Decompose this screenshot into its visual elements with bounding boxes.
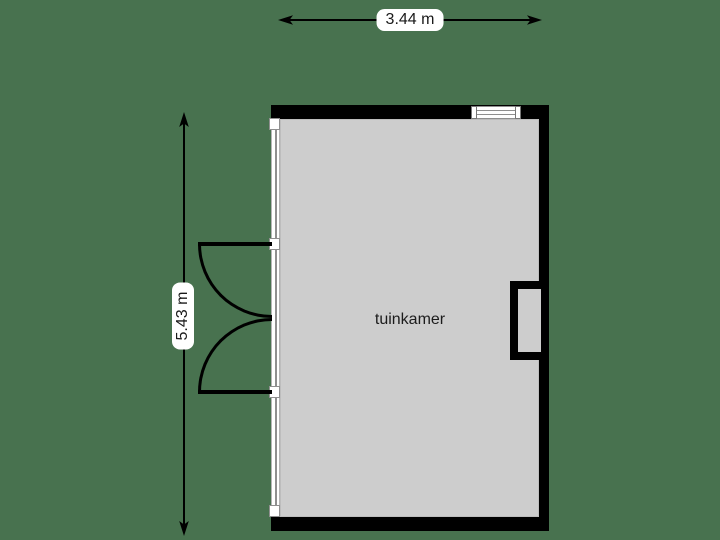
window-post: [269, 118, 280, 130]
glazing-line: [477, 110, 515, 111]
top-wall-window: [471, 106, 521, 119]
door-swing-arc-bottom: [198, 318, 272, 392]
width-dimension-label: 3.44 m: [376, 9, 444, 31]
door-swing-arc-top: [198, 244, 272, 318]
door-leaf-top: [198, 242, 272, 246]
glazing-line: [477, 114, 515, 115]
wall-bottom: [271, 517, 549, 531]
glass-pane-line: [275, 119, 277, 517]
window-jamb-left: [471, 106, 477, 119]
window-jamb-right: [515, 106, 521, 119]
window-glazing: [477, 106, 515, 119]
wall-right: [539, 105, 549, 531]
room-floor: [280, 119, 539, 517]
chimney-recess-interior: [518, 289, 541, 352]
door-leaf-bottom: [198, 390, 272, 394]
glass-wall-left: [271, 119, 280, 517]
window-post: [269, 505, 280, 517]
height-dimension-label: 5.43 m: [172, 282, 194, 350]
room-name-label: tuinkamer: [374, 311, 446, 328]
chimney-recess: [510, 281, 541, 360]
